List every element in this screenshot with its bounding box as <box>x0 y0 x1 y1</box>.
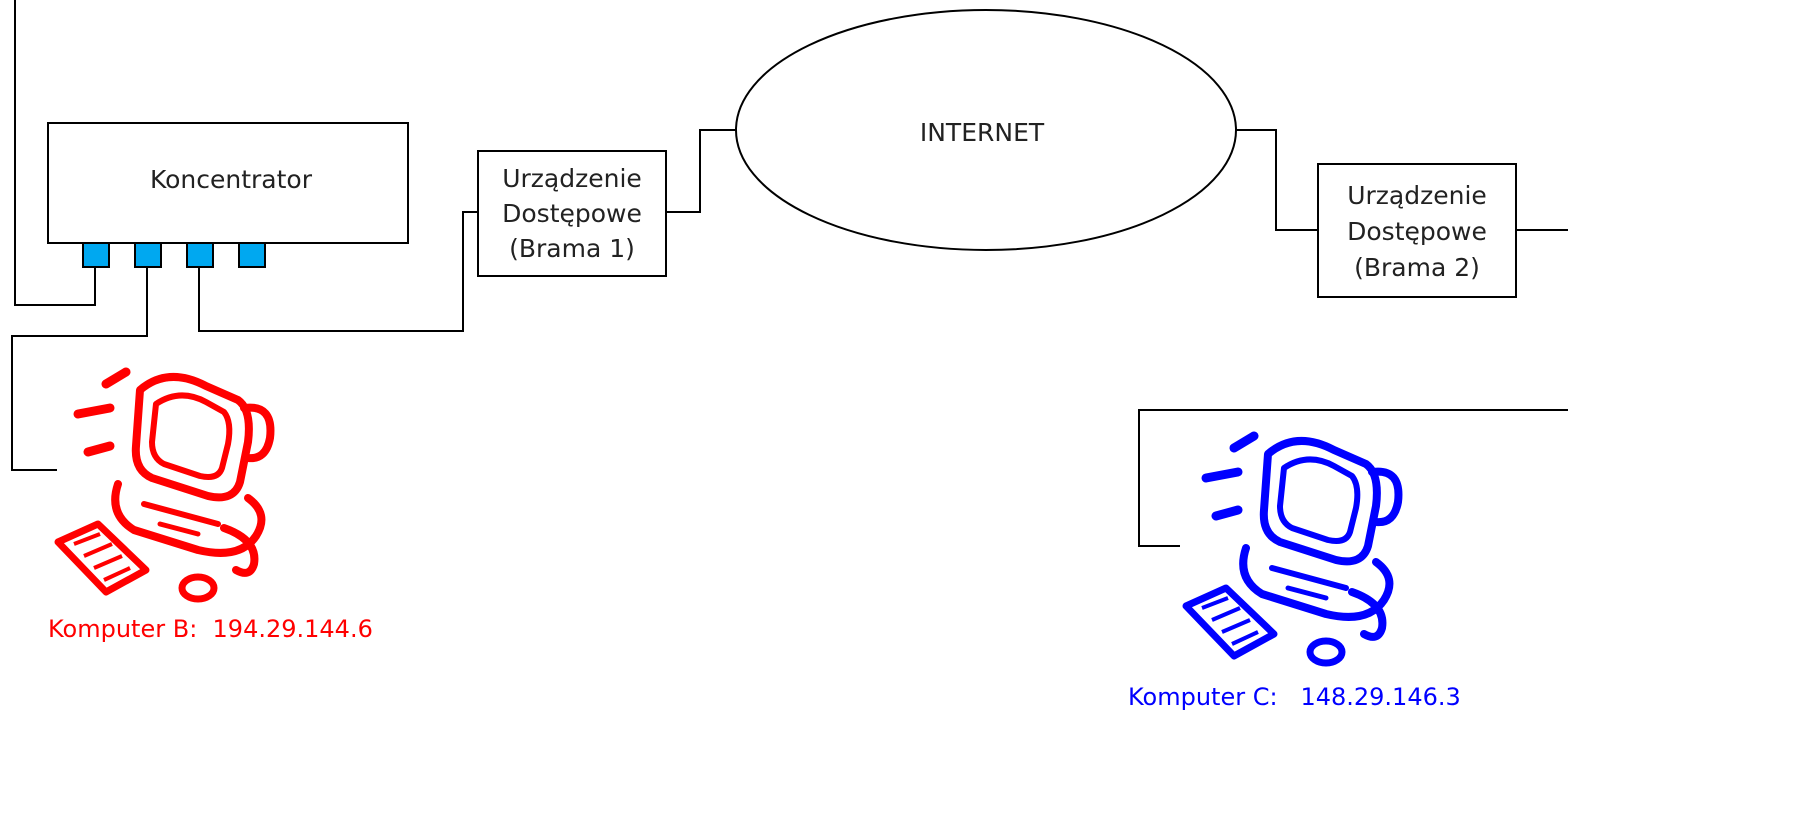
cable-computer-c <box>1138 409 1568 547</box>
cable-gateway1-internet <box>666 129 736 213</box>
cable-port1-upstream <box>14 0 96 306</box>
internet-cloud: INTERNET <box>735 9 1237 251</box>
computer-b-label: Komputer B: 194.29.144.6 <box>48 615 373 643</box>
hub-ports <box>82 242 266 268</box>
hub-port-1 <box>82 242 110 268</box>
cable-internet-gateway2 <box>1236 129 1318 231</box>
cable-port3-gateway1 <box>198 211 478 332</box>
gateway-2: Urządzenie Dostępowe (Brama 2) <box>1317 163 1517 298</box>
internet-label: INTERNET <box>920 118 1045 147</box>
connection-lines <box>11 0 1568 547</box>
gateway-1-box <box>477 150 667 277</box>
hub-label: Koncentrator <box>150 165 313 194</box>
hub-box <box>47 122 409 244</box>
computer-b: Komputer B: 194.29.144.6 <box>48 372 373 643</box>
cable-port2-computer-b <box>11 267 148 471</box>
hub-port-2 <box>134 242 162 268</box>
gateway-2-line-2: Dostępowe <box>1347 217 1487 246</box>
internet-ellipse <box>735 9 1237 251</box>
computer-c-icon <box>1186 436 1398 663</box>
computer-c-label: Komputer C: 148.29.146.3 <box>1128 683 1461 711</box>
hub: Koncentrator <box>47 122 409 268</box>
gateway-1-line-1: Urządzenie <box>502 164 642 193</box>
gateway-1: Urządzenie Dostępowe (Brama 1) <box>477 150 667 277</box>
gateway-2-line-3: (Brama 2) <box>1354 253 1480 282</box>
gateway-2-line-1: Urządzenie <box>1347 181 1487 210</box>
computer-b-icon <box>58 372 270 599</box>
hub-port-3 <box>186 242 214 268</box>
computer-c: Komputer C: 148.29.146.3 <box>1128 436 1461 711</box>
hub-port-4 <box>238 242 266 268</box>
gateway-1-line-2: Dostępowe <box>502 199 642 228</box>
gateway-2-box <box>1317 163 1517 298</box>
gateway-1-line-3: (Brama 1) <box>509 234 635 263</box>
